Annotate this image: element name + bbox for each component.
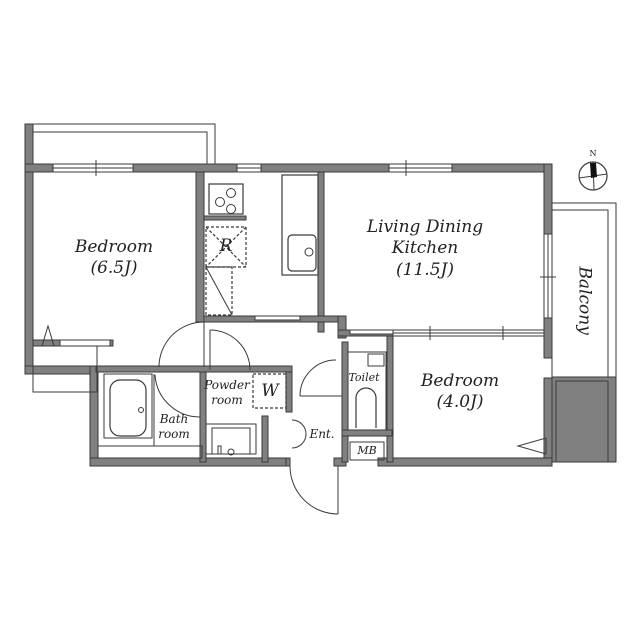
bedroom2-size: (4.0J) — [436, 392, 484, 413]
ldk-name-line1: Living Dining — [366, 217, 484, 237]
sliding-door-bedroom2 — [392, 326, 545, 340]
ldk-size: (11.5J) — [396, 259, 454, 280]
balcony-label: Balcony — [573, 261, 595, 341]
bath-name-line2: room — [158, 427, 190, 441]
kitchen-counter — [281, 174, 319, 276]
ldk-label: Living Dining Kitchen (11.5J) — [355, 217, 495, 281]
washer-label: W — [259, 381, 281, 402]
bedroom2-closet-marker — [516, 437, 547, 455]
refrigerator-label: R — [216, 236, 236, 257]
balcony — [551, 202, 617, 463]
balcony-name: Balcony — [574, 266, 595, 335]
vanity — [205, 423, 257, 456]
compass-north-label: N — [586, 149, 600, 159]
mb-box — [349, 441, 385, 461]
washer-letter: W — [261, 381, 279, 401]
stove — [208, 183, 244, 215]
toilet-label: Toilet — [344, 371, 384, 385]
hall-opening — [254, 315, 301, 321]
powder-name-line1: Powder — [204, 378, 250, 392]
powder-label: Powder room — [202, 378, 252, 408]
mb-name: MB — [357, 444, 377, 457]
bedroom1-name: Bedroom — [74, 237, 154, 257]
entrance-name: Ent. — [309, 427, 335, 441]
bedroom1-label: Bedroom (6.5J) — [64, 237, 164, 280]
compass-icon — [578, 161, 608, 191]
refrigerator-letter: R — [219, 236, 233, 256]
entrance-label: Ent. — [302, 427, 342, 442]
ldk-name-line2: Kitchen — [391, 238, 459, 259]
bedroom2-name: Bedroom — [420, 371, 500, 391]
bedroom1-size: (6.5J) — [90, 258, 138, 279]
bathtub — [97, 373, 203, 459]
top-balcony — [24, 123, 216, 165]
refrigerator-space — [205, 226, 247, 316]
north-letter: N — [589, 149, 597, 158]
bedroom2-label: Bedroom (4.0J) — [410, 371, 510, 414]
washer-space — [252, 373, 287, 409]
toilet-name: Toilet — [348, 371, 380, 384]
bedroom1-closet — [32, 324, 111, 393]
door-swings — [154, 321, 342, 515]
bath-label: Bath room — [154, 412, 194, 442]
toilet-fixture — [347, 351, 387, 431]
mb-label: MB — [350, 444, 384, 458]
bath-name-line1: Bath — [159, 412, 189, 426]
powder-name-line2: room — [211, 393, 243, 407]
windows — [52, 160, 556, 319]
